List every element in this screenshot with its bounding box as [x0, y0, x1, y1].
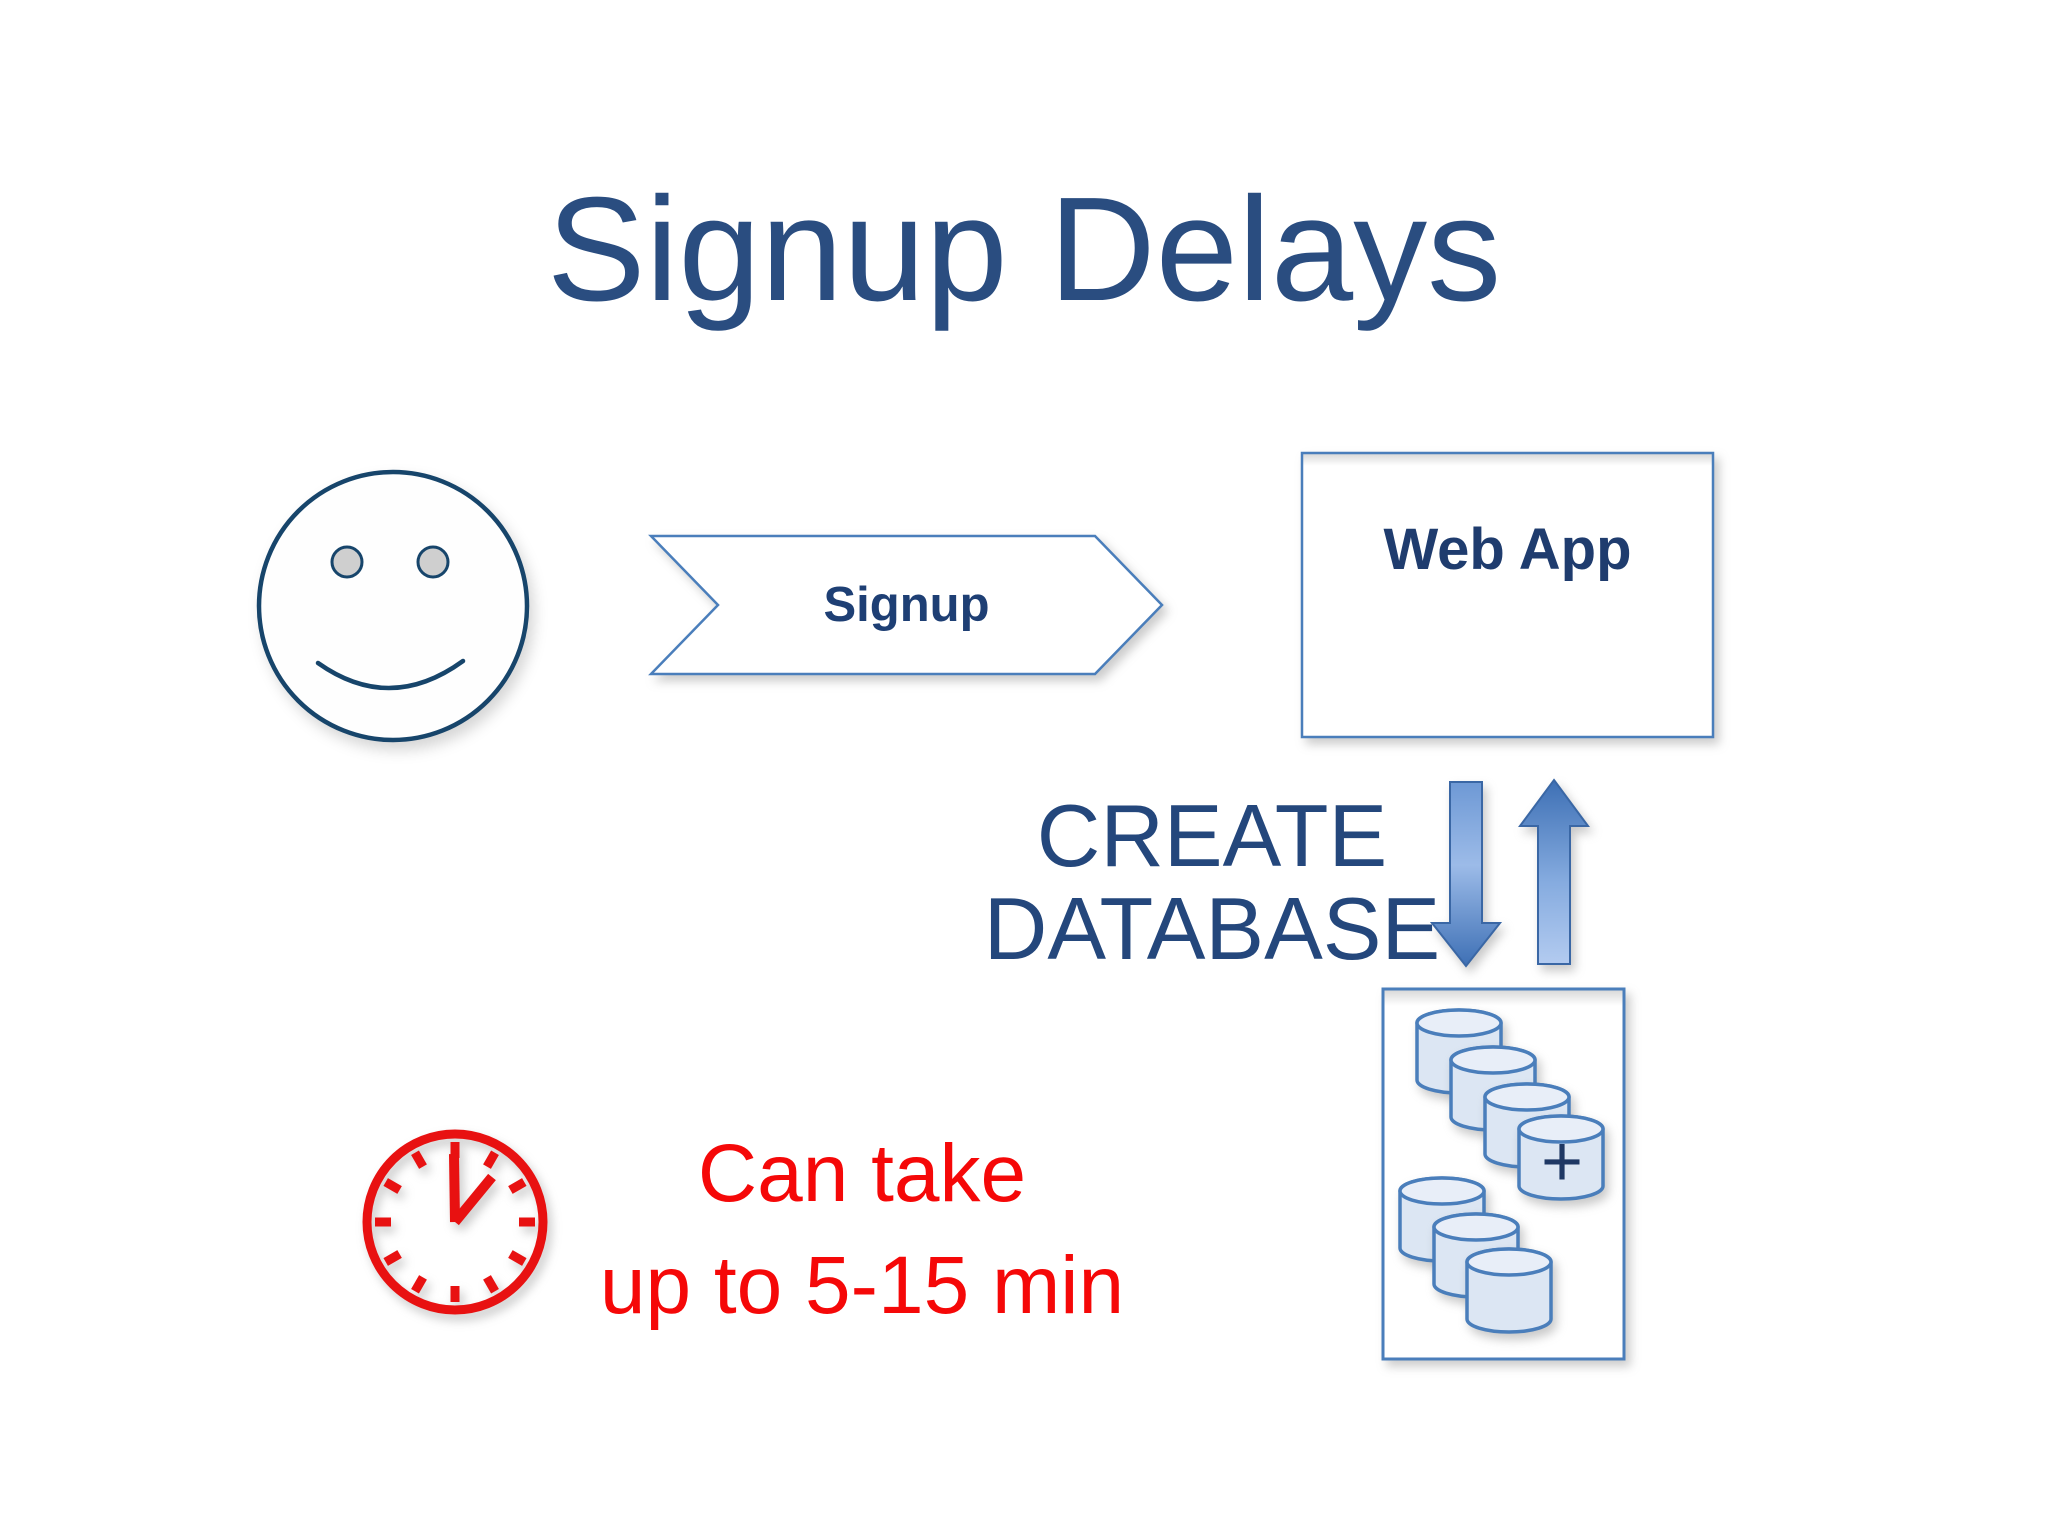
- smiley-right-eye: [416, 545, 450, 579]
- smiley-head: [256, 469, 530, 743]
- clock-face: [362, 1129, 548, 1315]
- plus-badge: +: [1541, 1122, 1583, 1202]
- create-database-line1: CREATE: [1036, 786, 1388, 885]
- delay-note-line1: Can take: [697, 1128, 1027, 1219]
- clock-icon: [362, 1129, 548, 1315]
- create-database-line2: DATABASE: [983, 879, 1441, 979]
- clock-ticks: [375, 1142, 535, 1302]
- slide-title: Signup Delays: [546, 167, 1502, 332]
- delay-note: Can take up to 5-15 min: [512, 1118, 1212, 1343]
- signup-chevron-shape: [648, 534, 1164, 676]
- database-cylinder-icon: [1465, 1247, 1553, 1334]
- create-database-label: CREATE DATABASE: [962, 789, 1462, 976]
- web-app-box: [1300, 451, 1715, 739]
- smiley-left-eye: [330, 545, 364, 579]
- down-block-arrow-icon: [1429, 781, 1503, 968]
- clock-minute-hand: [451, 1173, 496, 1226]
- clock-hour-hand: [449, 1153, 460, 1223]
- signup-arrow-label: Signup: [823, 578, 990, 632]
- smiley-mouth: [315, 658, 466, 691]
- delay-note-line2: up to 5-15 min: [599, 1240, 1125, 1332]
- smiley-face-icon: [256, 469, 530, 743]
- new-database-cylinder-icon: +: [1517, 1114, 1605, 1202]
- up-block-arrow-icon: [1518, 778, 1590, 965]
- web-app-label: Web App: [1383, 517, 1632, 582]
